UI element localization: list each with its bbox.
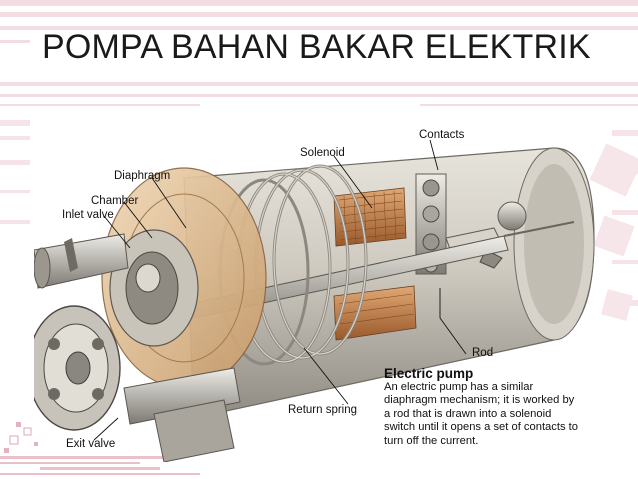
slide-title: POMPA BAHAN BAKAR ELEKTRIK (42, 28, 591, 67)
outlet-pipe (124, 368, 240, 462)
label-return-spring: Return spring (288, 404, 357, 416)
caption-line: switch until it opens a set of contacts … (384, 421, 589, 434)
label-diaphragm: Diaphragm (114, 170, 170, 182)
figure-caption: Electric pump An electric pump has a sim… (384, 366, 589, 448)
caption-line: diaphragm mechanism; it is worked by (384, 394, 589, 407)
caption-line: An electric pump has a similar (384, 381, 589, 394)
caption-line: a rod that is drawn into a solenoid (384, 408, 589, 421)
label-chamber: Chamber (91, 195, 138, 207)
label-rod: Rod (472, 347, 493, 359)
label-exit-valve: Exit valve (66, 438, 115, 450)
caption-title: Electric pump (384, 366, 589, 381)
label-contacts: Contacts (419, 129, 464, 141)
label-inlet-valve: Inlet valve (62, 209, 114, 221)
exit-valve-disc (34, 306, 120, 430)
caption-body: An electric pump has a similar diaphragm… (384, 381, 589, 448)
caption-line: turn off the current. (384, 435, 589, 448)
label-solenoid: Solenoid (300, 147, 345, 159)
